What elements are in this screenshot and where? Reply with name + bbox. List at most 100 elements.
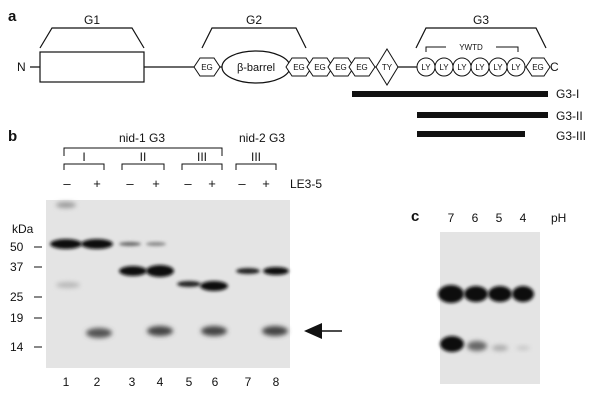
ph-value: 7 [448, 211, 455, 225]
marker-14: 14 [10, 340, 24, 354]
panel-b-letter: b [8, 128, 17, 145]
construct-label-g3-i: G3-I [556, 87, 579, 101]
header-nid1-g3: nid-1 G3 [119, 131, 165, 145]
construct-bar-g3-i [352, 91, 548, 97]
svg-text:EG: EG [314, 63, 326, 72]
band [464, 286, 488, 302]
egf-hexagon: EG [285, 57, 313, 77]
construct-label-g3-iii: G3-III [556, 129, 586, 143]
band [56, 282, 80, 288]
band [201, 326, 227, 336]
band [177, 281, 201, 287]
egf-hexagon: EG [348, 57, 376, 77]
ph-value: 6 [472, 211, 479, 225]
fragment-bracket-i [63, 163, 105, 170]
lane-minus: – [184, 176, 192, 191]
band [263, 267, 289, 275]
gel-b-bands [50, 202, 289, 338]
n-terminus: N [17, 60, 26, 74]
lane-minus: – [63, 176, 71, 191]
construct-bar-g3-iii [417, 131, 525, 137]
ph-value: 5 [496, 211, 503, 225]
fragment-label-ii: II [140, 150, 147, 164]
lane-number: 7 [245, 375, 252, 389]
fragment-label-iii: III [197, 150, 207, 164]
band [146, 242, 166, 246]
band [81, 239, 113, 249]
gel-c [440, 232, 540, 384]
marker-25: 25 [10, 290, 24, 304]
ph-value: 4 [520, 211, 527, 225]
band [147, 326, 173, 336]
g2-label: G2 [246, 13, 262, 27]
svg-text:LY: LY [439, 63, 449, 72]
g1-domain [39, 51, 145, 83]
ywtd-label: YWTD [459, 43, 483, 52]
band [492, 345, 508, 351]
marker-19: 19 [10, 311, 24, 325]
band [516, 346, 530, 350]
svg-text:EG: EG [293, 63, 305, 72]
band [488, 286, 512, 302]
cleavage-arrow-icon [304, 323, 342, 339]
panel-c: c 7 6 5 4 pH [411, 208, 566, 384]
construct-bar-g3-ii [417, 112, 548, 118]
svg-text:LY: LY [475, 63, 485, 72]
band [146, 265, 174, 277]
lane-minus: – [238, 176, 246, 191]
egf-hexagon: EG [327, 57, 355, 77]
nid1-bracket [63, 147, 223, 156]
lane-plus: + [208, 176, 216, 191]
panel-a-letter: a [8, 8, 17, 25]
fragment-bracket-iii-nid2 [235, 163, 277, 170]
fragment-label-i: I [82, 150, 85, 164]
svg-text:LY: LY [457, 63, 467, 72]
band [262, 326, 288, 336]
beta-barrel-domain: β-barrel [221, 50, 291, 84]
band [440, 336, 464, 352]
ly-module: LY [452, 57, 472, 77]
lane-number: 4 [157, 375, 164, 389]
marker-37: 37 [10, 260, 24, 274]
ly-module: LY [506, 57, 526, 77]
marker-50: 50 [10, 240, 24, 254]
gel-c-bands [438, 285, 534, 352]
lane-plus: + [152, 176, 160, 191]
header-nid2-g3: nid-2 G3 [239, 131, 285, 145]
panel-c-letter: c [411, 208, 419, 225]
band [56, 202, 76, 208]
ph-label: pH [551, 211, 566, 225]
ly-module: LY [488, 57, 508, 77]
g3-label: G3 [473, 13, 489, 27]
svg-text:EG: EG [201, 63, 213, 72]
panel-b: b nid-1 G3 nid-2 G3 I II III III – + – +… [8, 128, 342, 389]
band [438, 285, 464, 303]
c-terminus: C [550, 60, 559, 74]
band [467, 341, 487, 351]
lane-minus: – [126, 176, 134, 191]
svg-text:EG: EG [356, 63, 368, 72]
band [236, 268, 260, 274]
svg-text:LY: LY [421, 63, 431, 72]
band [119, 242, 141, 246]
band [86, 328, 112, 338]
kda-label: kDa [12, 222, 34, 236]
lane-number: 5 [186, 375, 193, 389]
lane-number: 2 [94, 375, 101, 389]
svg-text:EG: EG [335, 63, 347, 72]
lane-number: 1 [63, 375, 70, 389]
g1-bracket [39, 27, 145, 49]
ywtd-label-bg [446, 42, 496, 52]
g1-label: G1 [84, 13, 100, 27]
svg-text:EG: EG [532, 63, 544, 72]
g2-bracket [201, 27, 307, 49]
egf-hexagon: EG [525, 57, 551, 77]
fragment-bracket-iii [181, 163, 223, 170]
panel-a: a G1 G2 G3 YWTD N C EG [8, 8, 586, 143]
ly-module: LY [470, 57, 490, 77]
svg-text:LY: LY [493, 63, 503, 72]
band [512, 286, 534, 302]
ly-module: LY [434, 57, 454, 77]
svg-text:β-barrel: β-barrel [237, 62, 275, 74]
